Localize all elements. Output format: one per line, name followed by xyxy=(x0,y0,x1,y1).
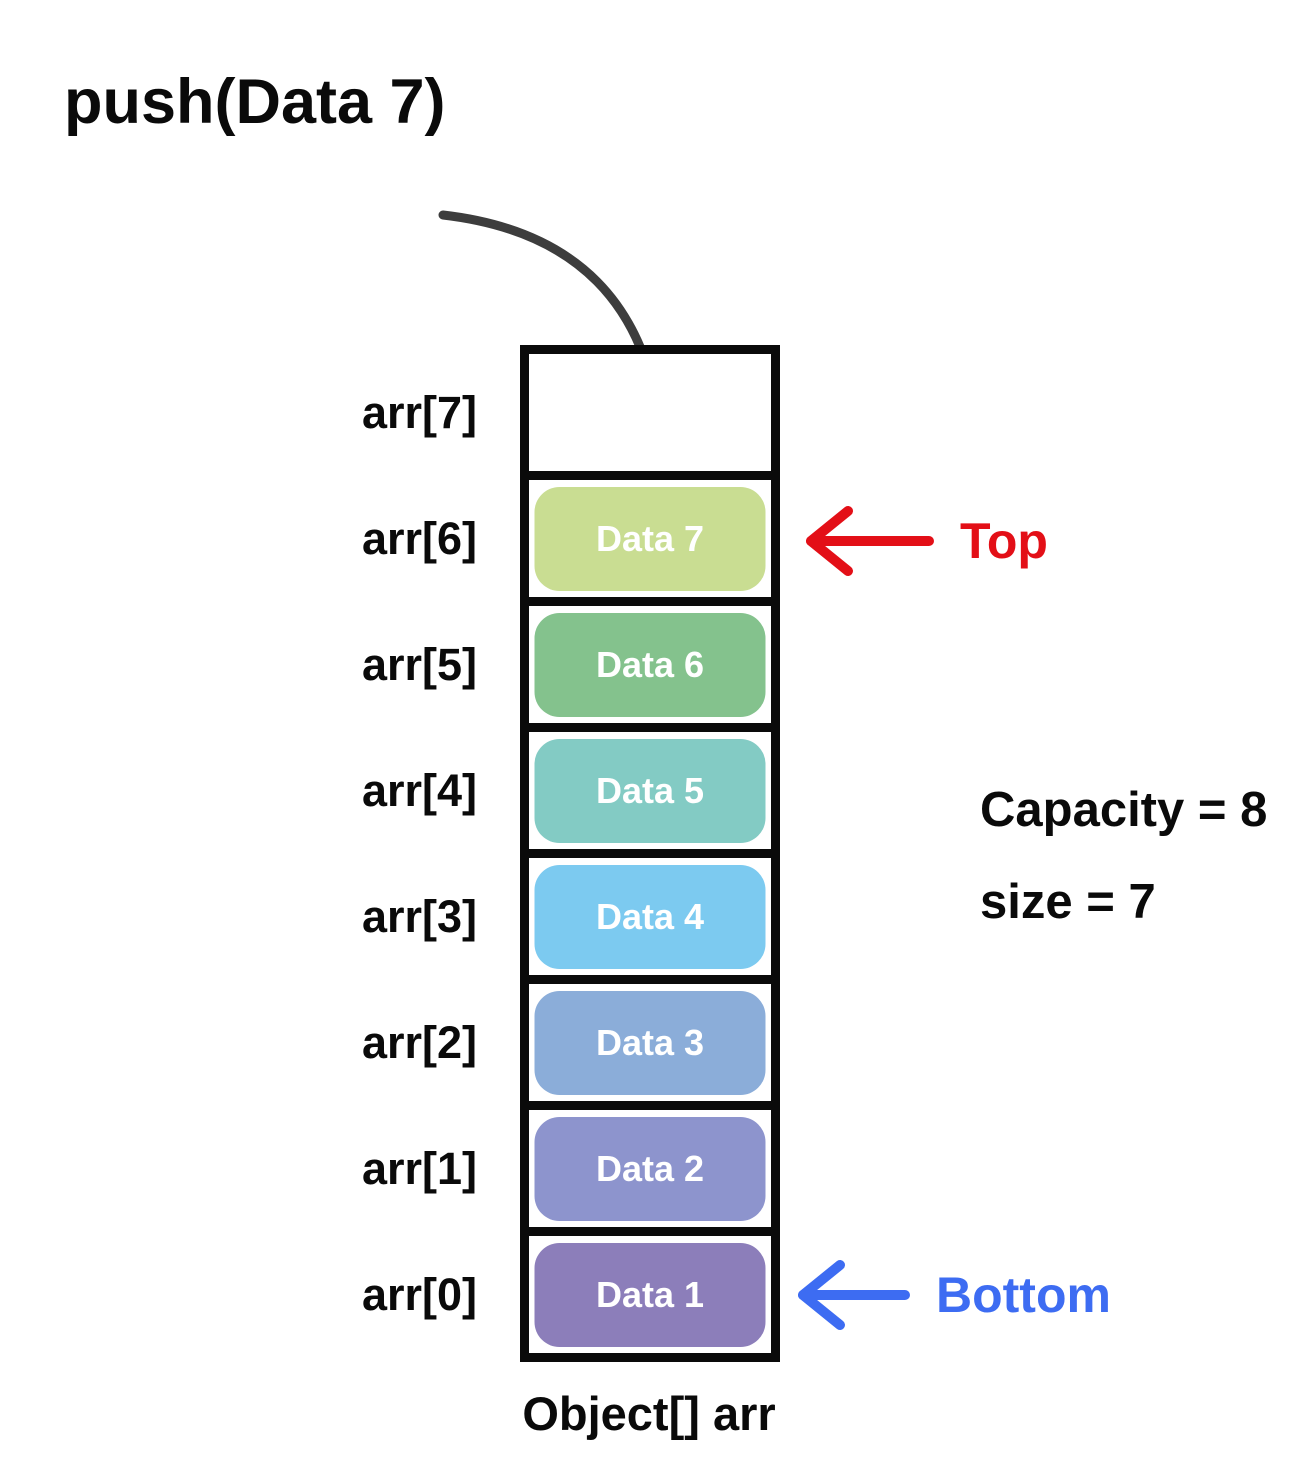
array-cell-7: arr[7] xyxy=(362,354,771,480)
cell-index-label: arr[2] xyxy=(361,1016,477,1068)
cell-index-label: arr[0] xyxy=(361,1268,477,1320)
size-annotation: size = 7 xyxy=(980,875,1156,929)
data-box: Data 4 xyxy=(534,864,766,969)
cell-index-label: arr[3] xyxy=(361,890,477,942)
array-cell-3: arr[3] Data 4 xyxy=(362,858,771,984)
top-pointer: Top xyxy=(802,503,1048,579)
array-cell-5: arr[5] Data 6 xyxy=(362,606,771,732)
array-cell-6: arr[6] Data 7 xyxy=(362,480,771,606)
data-box: Data 5 xyxy=(534,738,766,843)
cell-index-label: arr[4] xyxy=(361,764,477,816)
stack-array: arr[7] arr[6] Data 7 arr[5] Data 6 arr[4… xyxy=(362,345,780,1362)
top-arrow-icon xyxy=(806,506,934,576)
data-box: Data 3 xyxy=(534,990,766,1095)
bottom-arrow-icon xyxy=(798,1260,910,1330)
cell-index-label: arr[5] xyxy=(361,638,477,690)
push-operation-title: push(Data 7) xyxy=(64,67,446,137)
cell-index-label: arr[6] xyxy=(361,512,477,564)
capacity-annotation: Capacity = 8 xyxy=(980,783,1268,837)
top-pointer-label: Top xyxy=(960,513,1048,569)
cell-index-label: arr[1] xyxy=(361,1142,477,1194)
data-box: Data 1 xyxy=(534,1242,766,1347)
data-box: Data 7 xyxy=(534,486,766,591)
bottom-pointer-label: Bottom xyxy=(936,1267,1111,1323)
array-cell-2: arr[2] Data 3 xyxy=(362,984,771,1110)
data-box: Data 6 xyxy=(534,612,766,717)
array-name-label: Object[] arr xyxy=(522,1387,776,1440)
array-cell-0: arr[0] Data 1 xyxy=(362,1236,771,1353)
data-box: Data 2 xyxy=(534,1116,766,1221)
cell-index-label: arr[7] xyxy=(361,386,477,438)
array-cell-1: arr[1] Data 2 xyxy=(362,1110,771,1236)
bottom-pointer: Bottom xyxy=(794,1257,1111,1333)
array-cell-4: arr[4] Data 5 xyxy=(362,732,771,858)
